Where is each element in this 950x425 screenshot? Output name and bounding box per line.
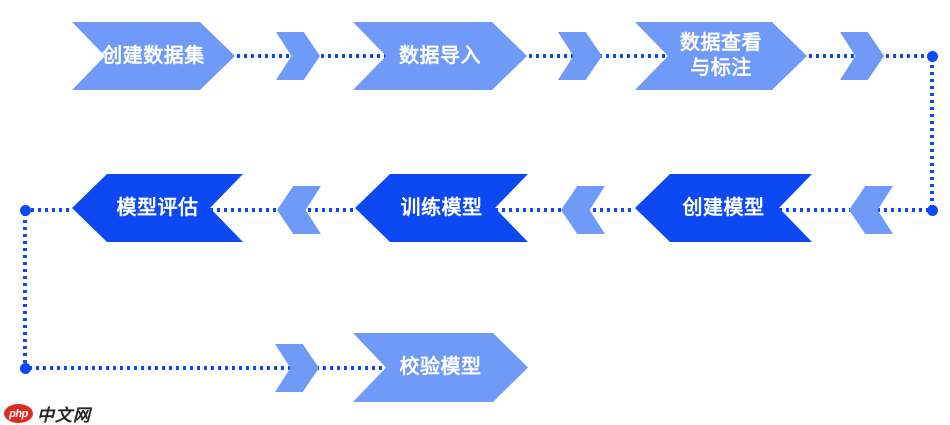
dotted-connector-vertical <box>930 58 934 208</box>
connector-endpoint-dot <box>927 205 938 216</box>
flow-step-label: 训练模型 <box>400 196 483 219</box>
dotted-connector-horizontal <box>29 366 386 370</box>
connector-endpoint-dot <box>927 51 938 62</box>
flow-step-label: 创建模型 <box>682 196 765 219</box>
flow-step-label-line2: 与标注 <box>690 57 752 79</box>
flow-step-create-dataset: 创建数据集 <box>72 22 235 90</box>
flow-step-label: 校验模型 <box>399 356 482 378</box>
php-logo-badge: php <box>4 404 33 423</box>
php-cn-watermark: php 中文网 <box>4 401 91 425</box>
flow-step-label: 创建数据集 <box>102 44 205 67</box>
dotted-connector-horizontal <box>31 208 72 212</box>
connector-endpoint-dot <box>20 363 31 374</box>
flow-step-label: 数据导入 <box>399 44 481 67</box>
flow-step-label: 模型评估 <box>116 196 199 219</box>
connector-endpoint-dot <box>20 205 31 216</box>
site-name-label: 中文网 <box>37 406 91 425</box>
dotted-connector-vertical <box>23 213 27 365</box>
flow-step-label: 数据查看 <box>680 32 762 54</box>
